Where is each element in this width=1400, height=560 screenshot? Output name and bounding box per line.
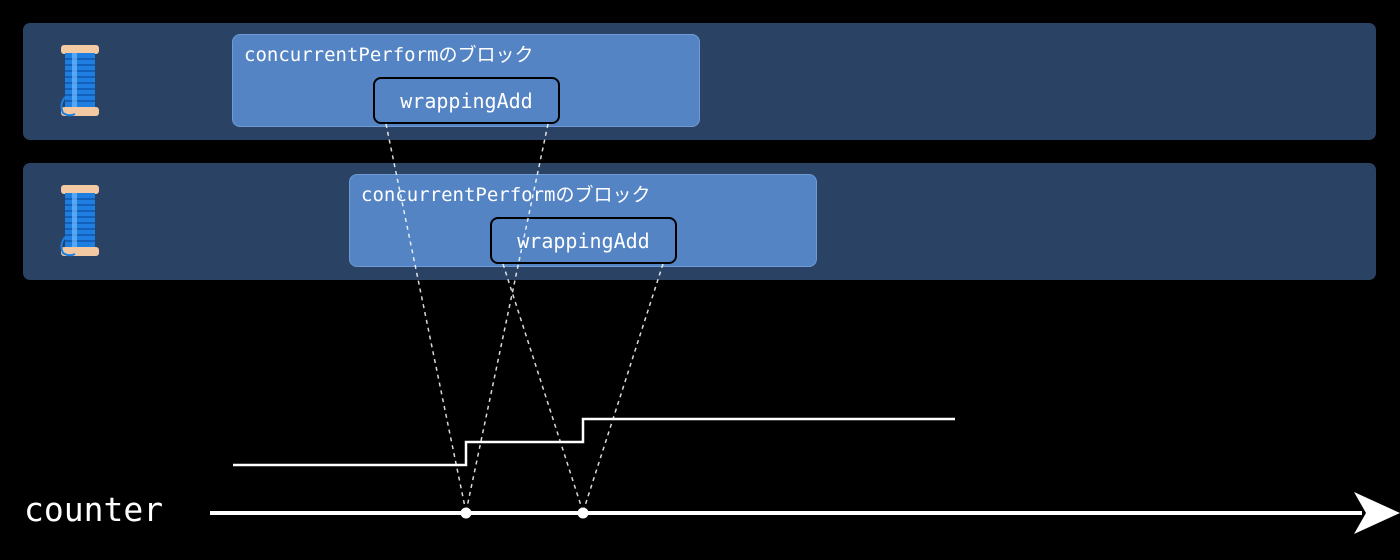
counter-step-line [233, 417, 955, 467]
connector-line [582, 263, 664, 513]
increment-point [460, 507, 472, 519]
connector-line [502, 263, 584, 513]
axis-arrow-head-icon [1354, 492, 1400, 534]
thread-spool-icon [60, 185, 99, 257]
wrapping-add-operation-2: wrappingAdd [490, 217, 677, 264]
wrapping-add-operation-1: wrappingAdd [373, 77, 560, 124]
block-title: concurrentPerformのブロック [361, 184, 651, 206]
increment-point [577, 507, 589, 519]
concurrent-perform-block-1: concurrentPerformのブロック wrappingAdd [232, 34, 700, 127]
block-title: concurrentPerformのブロック [244, 44, 534, 66]
counter-axis-label: counter [24, 490, 164, 529]
thread-spool-icon [60, 45, 99, 117]
concurrent-perform-block-2: concurrentPerformのブロック wrappingAdd [349, 174, 817, 267]
